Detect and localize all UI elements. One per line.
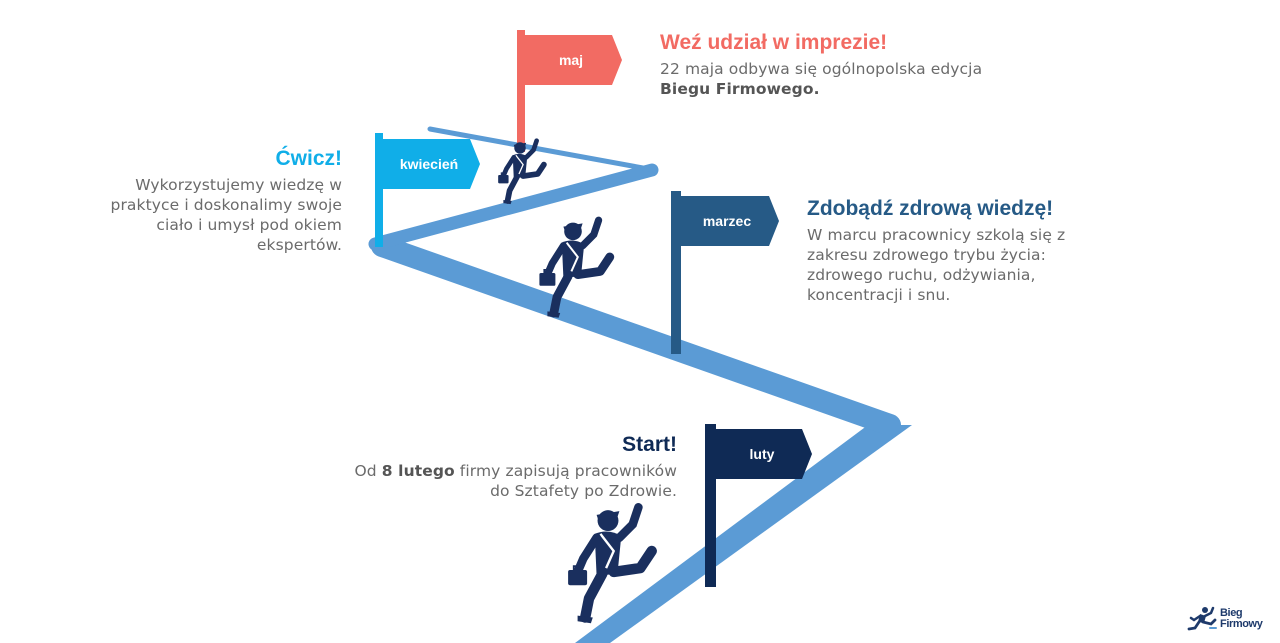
flag-luty: luty (705, 424, 812, 587)
flag-kwiecien: kwiecień (375, 133, 480, 247)
logo-bieg-firmowy: Bieg Firmowy (1186, 606, 1266, 634)
logo-text: Bieg Firmowy (1220, 607, 1263, 630)
flag-pole-maj (517, 30, 525, 152)
runner-icon (1187, 606, 1217, 631)
flag-banner-maj (525, 35, 622, 85)
path-segment-bottom (575, 425, 912, 643)
flag-marzec: marzec (671, 191, 779, 354)
flag-label-kwiecien: kwiecień (400, 156, 458, 172)
section-maj: Weź udział w imprezie! 22 maja odbywa si… (660, 30, 1000, 99)
flag-maj: maj (517, 30, 622, 152)
section-marzec: Zdobądź zdrową wiedzę! W marcu pracownic… (807, 196, 1107, 305)
section-text-luty-part1: Od (354, 462, 382, 481)
path-segment-top (427, 126, 657, 173)
flag-pole-marzec (671, 191, 681, 354)
flag-pole-luty (705, 424, 716, 587)
section-title-kwiecien: Ćwicz! (275, 147, 342, 170)
section-title-luty: Start! (622, 433, 677, 456)
flag-label-marzec: marzec (703, 213, 751, 229)
path-segment-upper (368, 163, 659, 251)
section-kwiecien: Ćwicz! Wykorzystujemy wiedzę w praktyce … (100, 146, 342, 255)
flag-banner-luty (716, 429, 812, 479)
section-text-luty-bold: 8 lutego (381, 462, 455, 481)
section-text-maj-part1: 22 maja odbywa się ogólnopolska edycja (660, 60, 983, 79)
logo-text-line1: Bieg (1220, 607, 1243, 619)
section-text-kwiecien: Wykorzystujemy wiedzę w praktyce i dosko… (110, 176, 342, 255)
flag-label-luty: luty (750, 446, 775, 462)
logo-text-line2: Firmowy (1220, 618, 1263, 630)
path-segment-middle (371, 235, 901, 436)
section-luty: Start! Od 8 lutego firmy zapisują pracow… (330, 432, 678, 501)
section-text-luty: Od 8 lutego firmy zapisują pracowników d… (330, 461, 677, 501)
flag-label-maj: maj (559, 52, 583, 68)
section-title-marzec: Zdobądź zdrową wiedzę! (807, 197, 1054, 220)
flag-banner-marzec (681, 196, 779, 246)
winding-path (368, 126, 912, 643)
flag-pole-kwiecien (375, 133, 383, 247)
section-text-maj-bold: Biegu Firmowego. (660, 80, 820, 99)
section-text-maj: 22 maja odbywa się ogólnopolska edycja B… (660, 59, 1000, 99)
section-title-maj: Weź udział w imprezie! (660, 31, 888, 54)
section-text-luty-part2: firmy zapisują pracowników do Sztafety p… (454, 462, 677, 501)
section-text-marzec: W marcu pracownicy szkolą się z zakresu … (807, 226, 1066, 305)
flag-banner-kwiecien (383, 139, 480, 189)
